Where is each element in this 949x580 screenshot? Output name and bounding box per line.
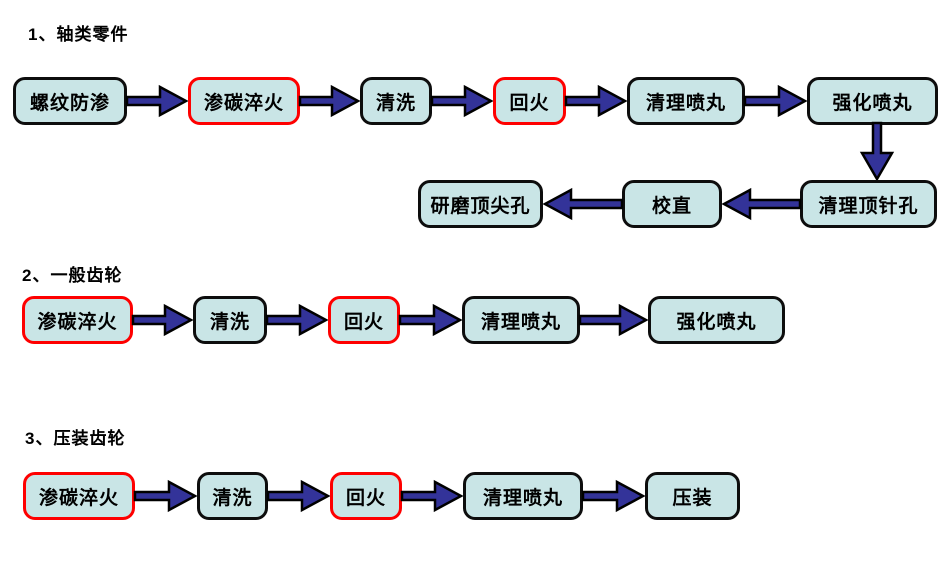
flow-arrow-right-icon [581,479,646,513]
node-cleanup-shot-blasting: 清理喷丸 [462,296,580,344]
node-carburizing-quenching: 渗碳淬火 [22,296,133,344]
flow-arrow-right-icon [133,479,198,513]
flow-arrow-right-icon [125,84,189,118]
flow-arrow-right-icon [131,303,194,337]
flow-arrow-down-icon [859,121,895,182]
node-tempering: 回火 [493,77,566,125]
node-strengthening-shot-peening: 强化喷丸 [807,77,938,125]
section-3-title: 3、压装齿轮 [25,429,126,448]
node-tempering: 回火 [330,472,402,520]
node-straightening: 校直 [622,180,722,228]
flow-arrow-right-icon [398,303,463,337]
flow-arrow-right-icon [400,479,464,513]
flow-arrow-right-icon [743,84,808,118]
node-cleanup-shot-blasting: 清理喷丸 [463,472,583,520]
flow-arrow-right-icon [578,303,649,337]
flow-arrow-left-icon [542,187,624,221]
node-carburizing-quenching: 渗碳淬火 [23,472,135,520]
node-grinding-center-hole: 研磨顶尖孔 [418,180,543,228]
flow-arrow-right-icon [265,303,329,337]
flow-arrow-right-icon [298,84,361,118]
node-press-fitting: 压装 [645,472,740,520]
node-cleaning: 清洗 [360,77,432,125]
flow-arrow-left-icon [721,187,802,221]
node-cleaning: 清洗 [193,296,267,344]
node-carburizing-quenching: 渗碳淬火 [188,77,300,125]
section-1-title: 1、轴类零件 [28,25,129,44]
section-2-title: 2、一般齿轮 [22,266,123,285]
node-tempering: 回火 [328,296,400,344]
node-cleaning: 清洗 [197,472,268,520]
flow-arrow-right-icon [430,84,494,118]
node-thread-protection: 螺纹防渗 [13,77,127,125]
node-cleanup-shot-blasting: 清理喷丸 [627,77,745,125]
node-strengthening-shot-peening: 强化喷丸 [648,296,785,344]
flow-arrow-right-icon [266,479,331,513]
flow-arrow-right-icon [564,84,628,118]
node-clean-center-pin-hole: 清理顶针孔 [800,180,937,228]
